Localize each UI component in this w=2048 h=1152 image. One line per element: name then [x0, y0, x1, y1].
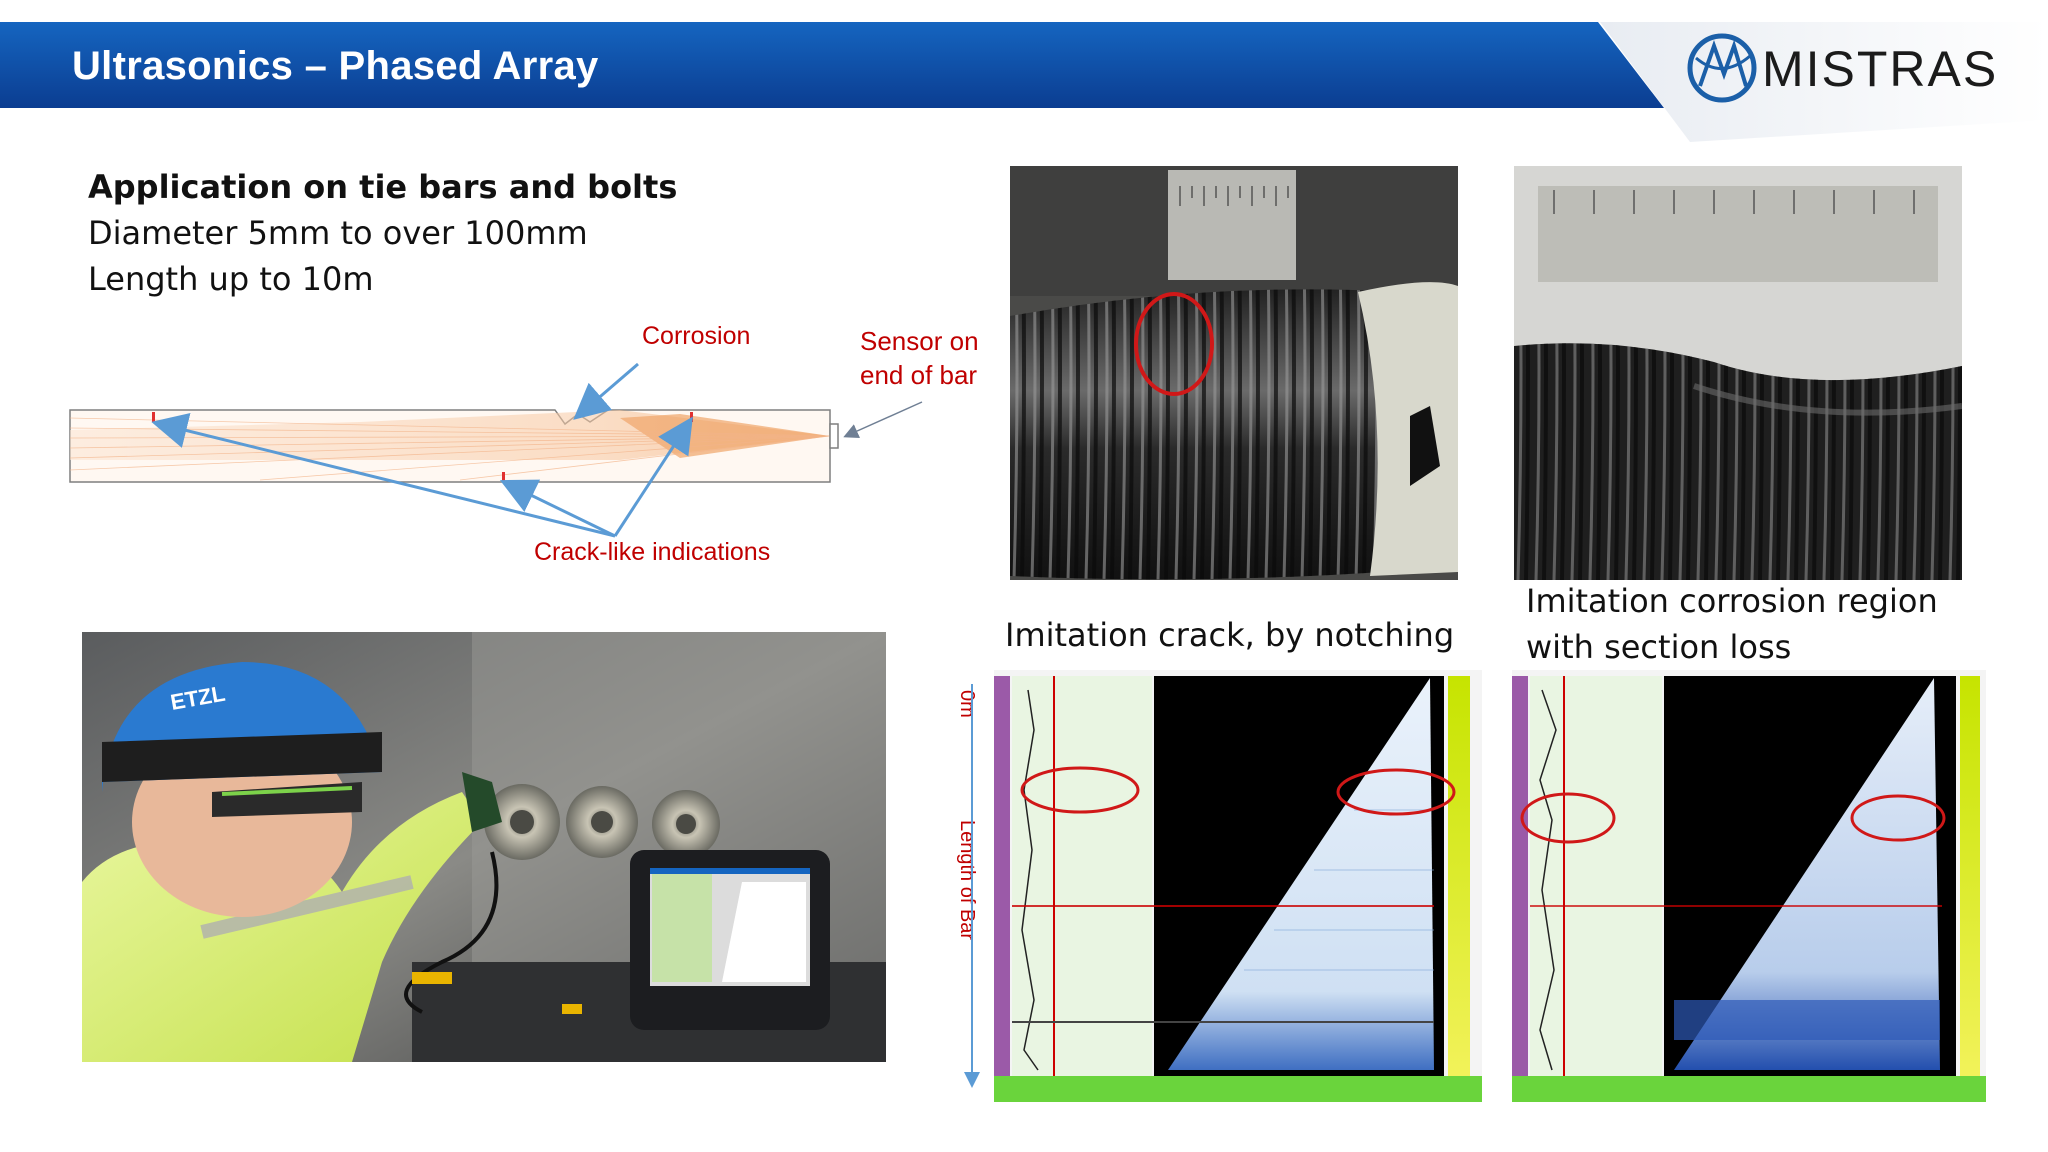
ruler-ticks-2: [1553, 190, 1915, 214]
corrosion-caption-line2: with section loss: [1526, 628, 1792, 666]
crack-photo: [1010, 166, 1458, 580]
sensor-label-line2: end of bar: [860, 360, 977, 390]
crack-highlight-circle: [1134, 292, 1214, 396]
crack-scan-highlight-left: [1020, 766, 1140, 814]
mistras-logo-icon: [1687, 33, 1757, 103]
ruler-ticks: [1179, 186, 1289, 206]
tie-bar-diagram: Corrosion Sensor on end of bar Crack-lik…: [69, 322, 979, 566]
crack-indication-1: [152, 412, 155, 422]
crack-arrow-3: [613, 416, 693, 537]
mistras-logo: [1684, 28, 2014, 108]
corrosion-scan-image: [1512, 670, 1986, 1102]
corrosion-caption-line1: Imitation corrosion region: [1526, 582, 1938, 620]
beam-rays: [69, 417, 831, 481]
sensor-arrow: [843, 401, 923, 438]
crack-caption: Imitation crack, by notching: [1005, 616, 1455, 654]
crack-scan-highlight-right: [1336, 768, 1456, 816]
crack-arrow-1: [151, 412, 616, 538]
intro-text: Application on tie bars and bolts Diamet…: [88, 164, 677, 302]
sensor-label-line1: Sensor on: [860, 326, 979, 356]
corrosion-scan-highlight-left: [1520, 792, 1616, 844]
crack-indication-2: [690, 412, 693, 422]
slide-title: Ultrasonics – Phased Array: [72, 44, 599, 88]
crack-scan-image: [994, 670, 1482, 1102]
corrosion-caption: Imitation corrosion region with section …: [1526, 578, 1938, 670]
crack-arrow-2: [499, 479, 616, 538]
intro-heading: Application on tie bars and bolts: [88, 168, 678, 206]
corrosion-arrow: [573, 362, 639, 420]
sensor: [829, 423, 839, 449]
corrosion-scan-highlight-right: [1850, 794, 1946, 842]
crack-indication-3: [502, 472, 505, 482]
crack-label: Crack-like indications: [534, 538, 770, 566]
intro-diameter: Diameter 5mm to over 100mm: [88, 214, 588, 252]
scan-axis-arrow: [964, 684, 980, 1088]
intro-length: Length up to 10m: [88, 260, 374, 298]
inspection-photo: ETZL: [82, 632, 886, 1062]
mistras-brand-text: MISTRAS: [1762, 41, 1999, 97]
corrosion-label: Corrosion: [642, 322, 750, 350]
corrosion-photo: [1514, 166, 1962, 580]
